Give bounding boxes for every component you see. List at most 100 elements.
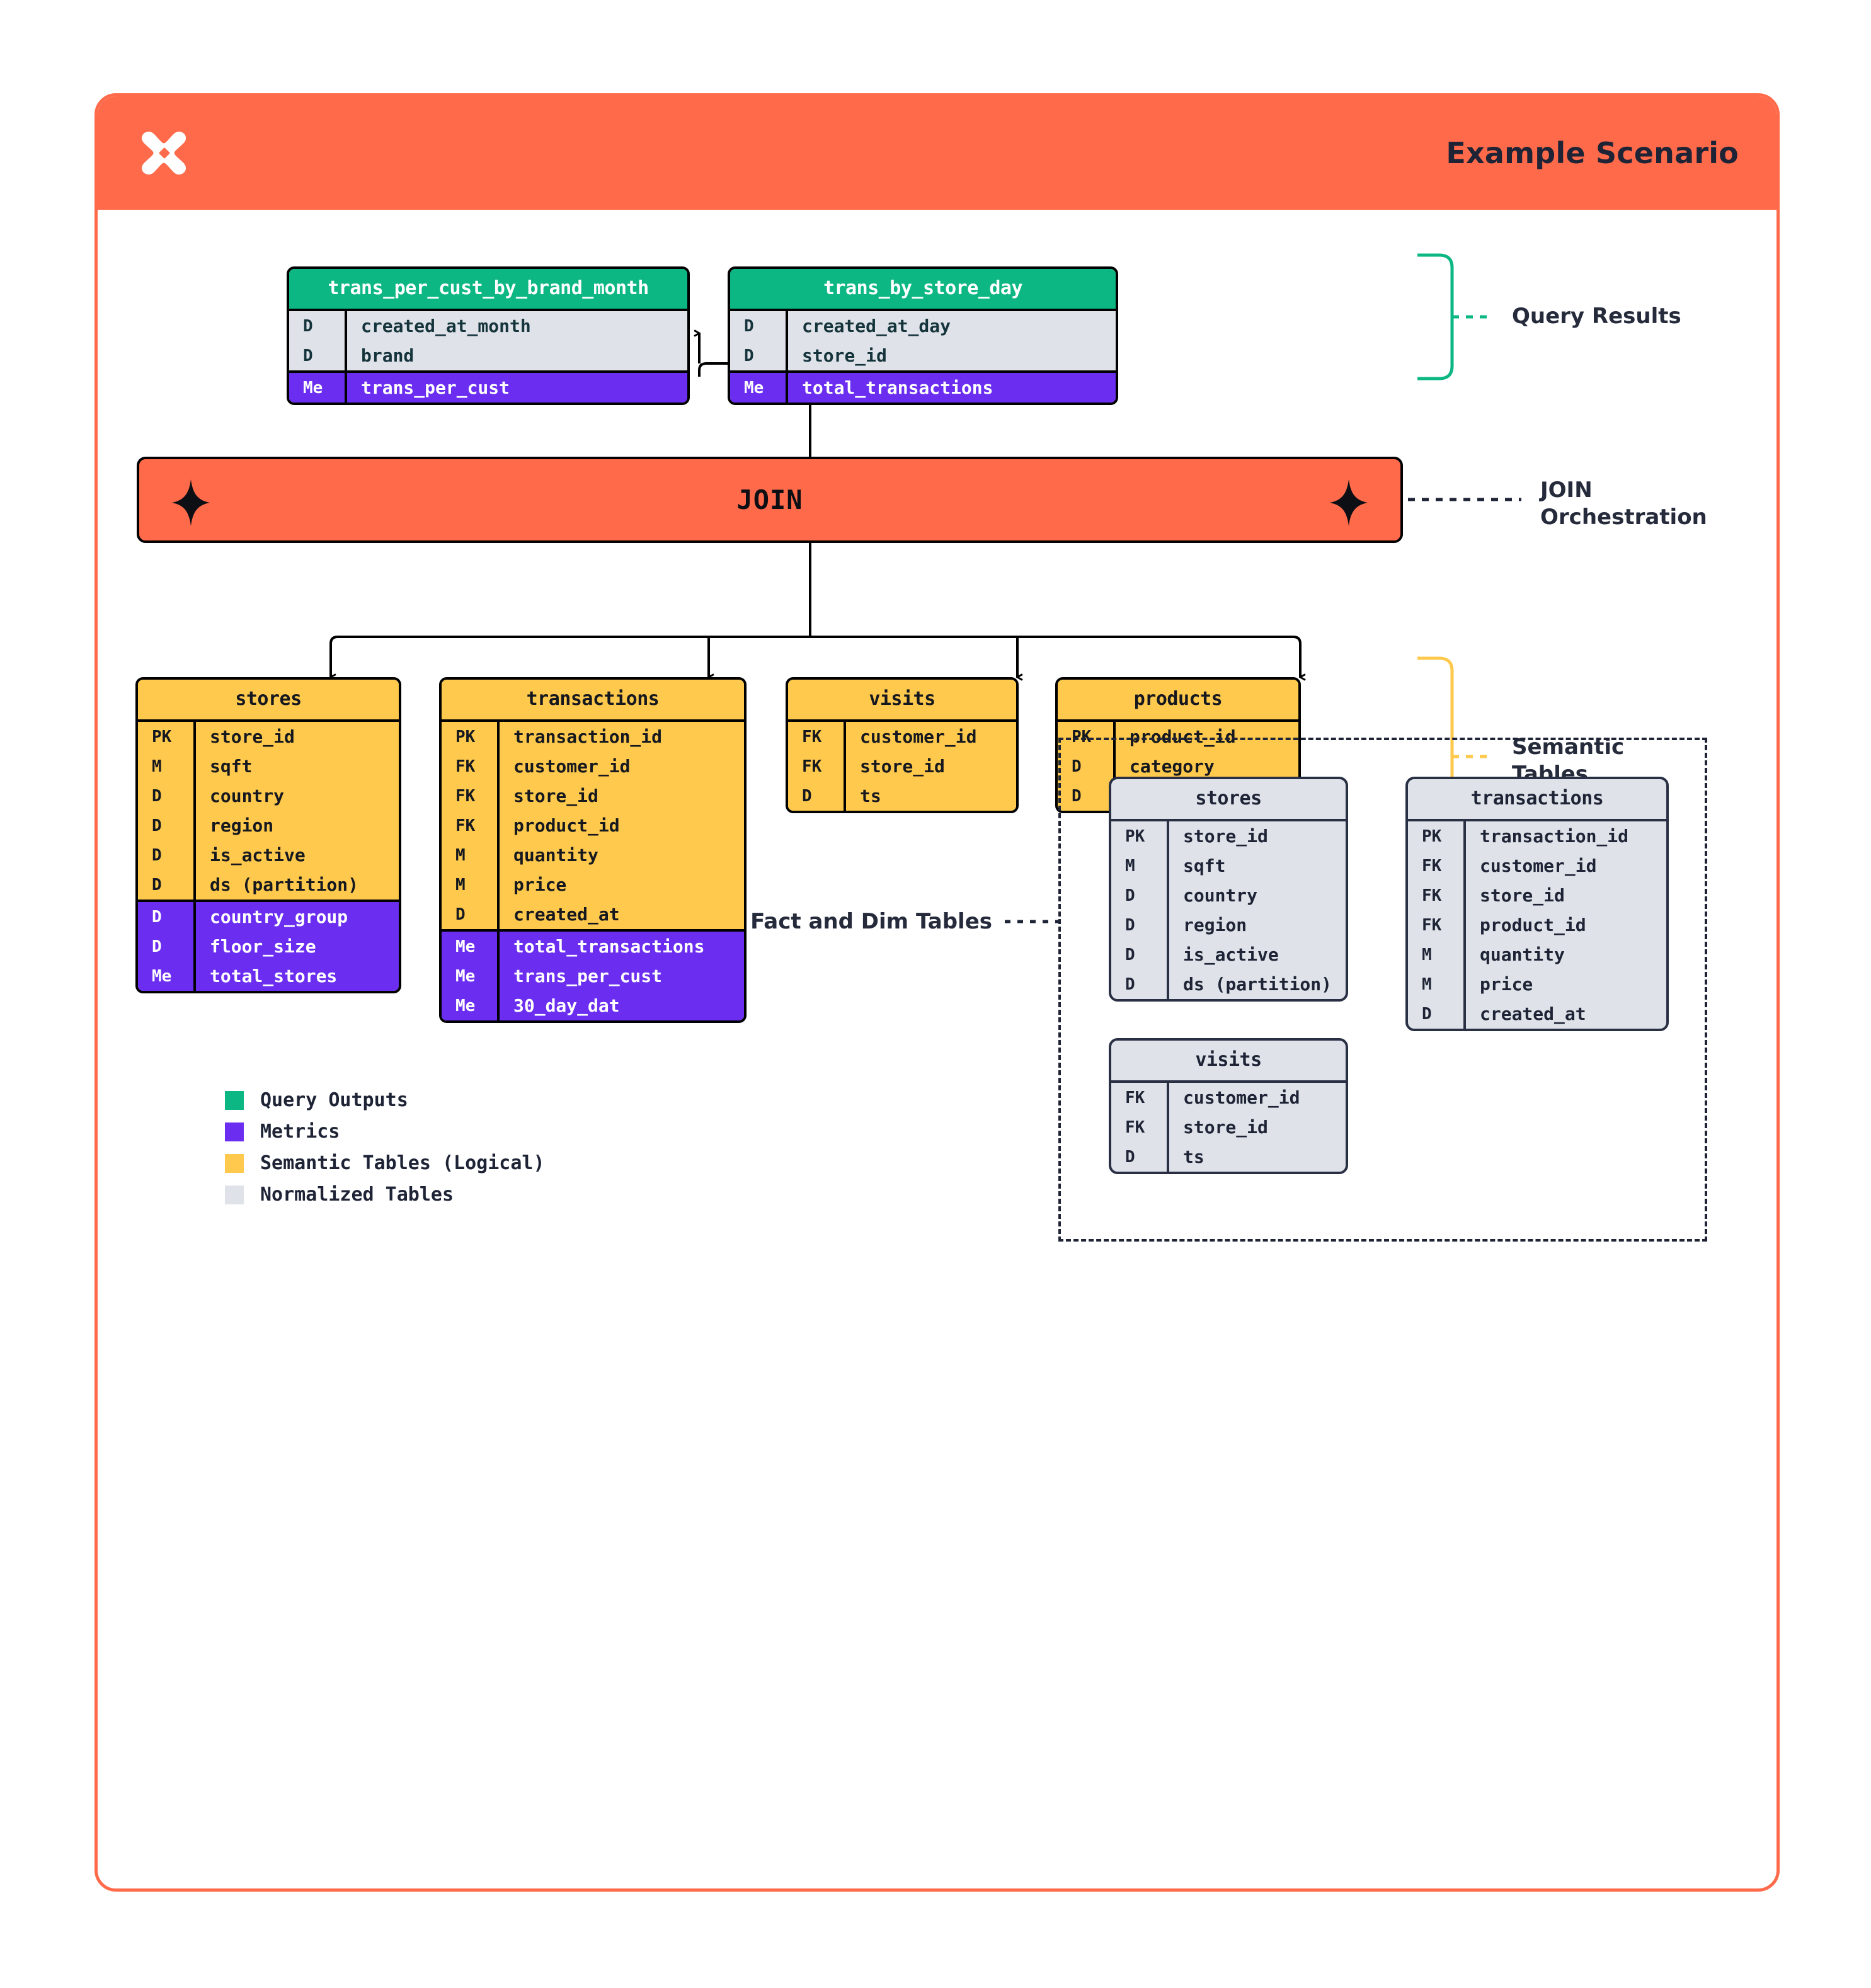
row-field: created_at bbox=[1463, 999, 1666, 1029]
row-key: Me bbox=[303, 378, 323, 397]
row-field: product_id bbox=[1113, 722, 1298, 751]
row-field: store_id bbox=[193, 722, 399, 751]
row-field: brand bbox=[345, 341, 687, 370]
row-field: trans_per_cust bbox=[345, 373, 687, 403]
row-field: created_at_day bbox=[786, 311, 1116, 341]
row-key: M bbox=[1125, 856, 1135, 876]
table-row: D brand bbox=[289, 341, 687, 370]
row-field: sqft bbox=[1167, 851, 1346, 881]
table-title: stores bbox=[138, 680, 399, 719]
row-key: Me bbox=[152, 966, 172, 986]
row-field: country bbox=[193, 781, 399, 811]
diagram-card: Example Scenario bbox=[94, 93, 1780, 1892]
metrics-section: Me total_transactions bbox=[730, 370, 1116, 403]
row-key: D bbox=[1422, 1004, 1432, 1024]
row-field: category bbox=[1113, 751, 1298, 781]
row-key: D bbox=[455, 905, 466, 924]
row-field: transaction_id bbox=[1463, 821, 1666, 851]
row-key: FK bbox=[1125, 1117, 1145, 1137]
legend-label: Metrics bbox=[260, 1121, 340, 1143]
legend-swatch-normalized-tables bbox=[225, 1185, 244, 1204]
legend-label: Normalized Tables bbox=[260, 1184, 454, 1206]
table-row: FK store_id bbox=[442, 781, 744, 811]
row-key: FK bbox=[802, 757, 822, 776]
legend-swatch-query-outputs bbox=[225, 1090, 244, 1110]
row-field: customer_id bbox=[844, 722, 1016, 751]
annotation-query-results: Query Results bbox=[1512, 304, 1681, 329]
row-field: quantity bbox=[1463, 940, 1666, 969]
row-key: PK bbox=[152, 727, 172, 746]
row-field: customer_id bbox=[1463, 851, 1666, 881]
row-key: D bbox=[152, 875, 162, 894]
row-field: total_transactions bbox=[786, 373, 1116, 403]
row-key: FK bbox=[1422, 856, 1442, 876]
row-key: FK bbox=[1125, 1088, 1145, 1107]
row-key: D bbox=[152, 937, 162, 956]
query-result-table[interactable]: trans_by_store_day D created_at_day D st… bbox=[728, 266, 1118, 405]
row-key: FK bbox=[455, 786, 476, 806]
table-title: stores bbox=[1195, 787, 1262, 809]
legend-item: Query Outputs bbox=[225, 1089, 545, 1111]
table-row: D store_id bbox=[730, 341, 1116, 370]
row-field: store_id bbox=[1167, 821, 1346, 851]
row-key: M bbox=[1422, 945, 1432, 964]
legend-swatch-semantic-tables bbox=[225, 1153, 244, 1173]
row-key: D bbox=[1125, 915, 1135, 935]
row-key: D bbox=[152, 786, 162, 806]
row-field: store_id bbox=[497, 781, 744, 811]
table-title: transactions bbox=[1470, 787, 1604, 809]
x-mark-logo-icon bbox=[135, 124, 193, 182]
metrics-section: Me trans_per_cust bbox=[289, 370, 687, 403]
join-label: JOIN bbox=[736, 484, 803, 515]
query-result-table[interactable]: trans_per_cust_by_brand_month D created_… bbox=[287, 266, 690, 405]
card-header: Example Scenario bbox=[98, 96, 1777, 210]
row-field: country bbox=[1167, 881, 1346, 910]
legend-item: Semantic Tables (Logical) bbox=[225, 1152, 545, 1174]
row-field: region bbox=[193, 811, 399, 840]
table-title: transactions bbox=[442, 680, 744, 719]
row-field: sqft bbox=[193, 751, 399, 781]
dimensions-section: D created_at_month D brand bbox=[289, 309, 687, 370]
join-orchestration-bar[interactable]: JOIN bbox=[137, 457, 1403, 543]
row-key: D bbox=[1072, 786, 1082, 806]
row-field: ds (partition) bbox=[193, 870, 399, 900]
row-field: created_at_month bbox=[345, 311, 687, 341]
row-field: country_group bbox=[193, 902, 399, 932]
legend-label: Semantic Tables (Logical) bbox=[260, 1152, 545, 1174]
row-key: D bbox=[303, 346, 313, 365]
row-field: created_at bbox=[497, 900, 744, 929]
legend-label: Query Outputs bbox=[260, 1089, 408, 1111]
row-field: ts bbox=[1167, 1142, 1346, 1172]
table-title: visits bbox=[788, 680, 1016, 719]
row-field: store_id bbox=[1463, 881, 1666, 910]
row-key: D bbox=[1125, 1147, 1135, 1167]
